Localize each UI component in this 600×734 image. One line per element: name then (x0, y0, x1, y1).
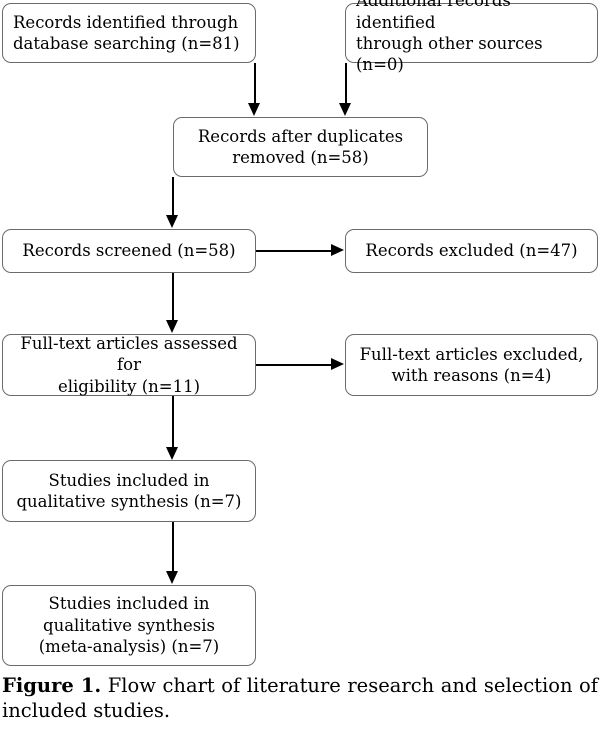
arrowhead-down-icon (166, 571, 178, 584)
node-studies-included-qualitative[interactable]: Studies included in qualitative synthesi… (2, 460, 256, 522)
connector-fulltext-to-included-qualitative (172, 396, 174, 448)
node-fulltext-articles-excluded[interactable]: Full-text articles excluded, with reason… (345, 334, 598, 396)
arrowhead-down-icon (339, 103, 351, 116)
node-label: Records excluded (n=47) (365, 241, 578, 261)
node-fulltext-articles-assessed[interactable]: Full-text articles assessed for eligibil… (2, 334, 256, 396)
node-records-excluded[interactable]: Records excluded (n=47) (345, 229, 598, 273)
node-records-screened[interactable]: Records screened (n=58) (2, 229, 256, 273)
arrowhead-down-icon (166, 215, 178, 228)
connector-records-screened-to-records-excluded (256, 250, 332, 252)
node-label: Full-text articles assessed for eligibil… (20, 333, 238, 396)
node-label: Studies included in qualitative synthesi… (16, 470, 242, 511)
connector-records-screened-to-fulltext (172, 273, 174, 321)
connector-fulltext-to-fulltext-excluded (256, 364, 332, 366)
node-label: Records identified through database sear… (13, 12, 240, 53)
node-records-after-duplicates-removed[interactable]: Records after duplicates removed (n=58) (173, 117, 428, 177)
figure-caption: Figure 1. Flow chart of literature resea… (2, 673, 598, 724)
node-label: Full-text articles excluded, with reason… (359, 344, 584, 385)
arrowhead-down-icon (248, 103, 260, 116)
node-label: Studies included in qualitative synthesi… (38, 594, 220, 657)
node-additional-records-other-sources[interactable]: Additional records identified through ot… (345, 0, 598, 74)
node-label: Additional records identified through ot… (356, 0, 543, 75)
node-records-identified-database[interactable]: Records identified through database sear… (2, 3, 256, 63)
connector-identified-database-to-duplicates (254, 63, 256, 104)
arrowhead-right-icon (331, 358, 344, 370)
connector-duplicates-to-records-screened (172, 177, 174, 216)
arrowhead-down-icon (166, 447, 178, 460)
node-label: Records screened (n=58) (22, 241, 236, 261)
arrowhead-down-icon (166, 320, 178, 333)
arrowhead-right-icon (331, 244, 344, 256)
connector-identified-other-to-duplicates (345, 63, 347, 104)
connector-included-qualitative-to-meta (172, 522, 174, 572)
figure-caption-text: Flow chart of literature research and se… (2, 674, 599, 723)
figure-caption-label: Figure 1. (2, 674, 102, 697)
node-studies-included-meta-analysis[interactable]: Studies included in qualitative synthesi… (2, 585, 256, 666)
node-label: Records after duplicates removed (n=58) (197, 126, 404, 167)
